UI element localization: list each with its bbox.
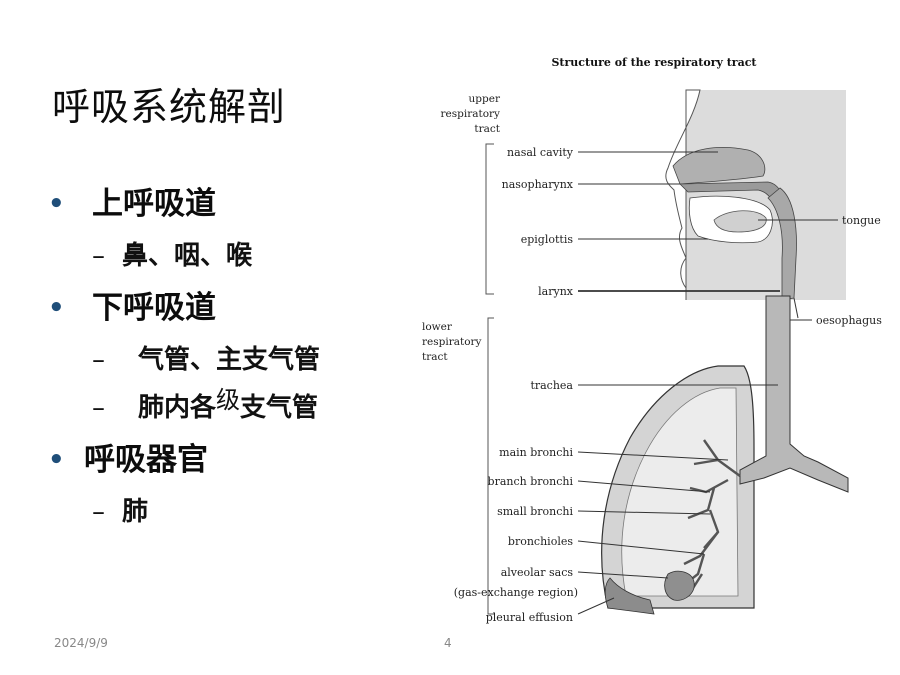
label-tongue: tongue <box>842 214 881 227</box>
bullet-upper-airway: • 上呼吸道 <box>48 176 428 232</box>
pleural-effusion-shape <box>604 577 655 615</box>
label-branch-bronchi: branch bronchi <box>488 475 574 488</box>
label-pleural-effusion: pleural effusion <box>486 611 573 624</box>
label-oesophagus: oesophagus <box>816 314 882 327</box>
bullet-dot: • <box>48 293 65 323</box>
label-nasal-cavity: nasal cavity <box>507 146 574 159</box>
sub-bullet-nose-pharynx-larynx: – 鼻、咽、喉 <box>48 232 428 280</box>
respiratory-tract-diagram: Structure of the respiratory tract upper… <box>422 56 882 624</box>
bullet-label: 下呼吸道 <box>92 290 216 326</box>
footer-date: 2024/9/9 <box>54 636 108 650</box>
upper-bracket <box>485 143 494 295</box>
lower-bracket <box>487 317 494 615</box>
group-lower-line-3: tract <box>422 351 448 363</box>
label-nasopharynx: nasopharynx <box>502 178 574 191</box>
bullet-list: • 上呼吸道 – 鼻、咽、喉 • 下呼吸道 – 气管、主支气管 – 肺内各级支气… <box>48 176 428 536</box>
bullet-label: 上呼吸道 <box>92 186 216 222</box>
sub-dash: – <box>92 241 105 271</box>
sub-bullet-trachea: – 气管、主支气管 <box>48 336 428 384</box>
bullet-dot: • <box>48 189 65 219</box>
sub-bullet-lung: – 肺 <box>48 488 428 536</box>
slide-title: 呼吸系统解剖 <box>52 85 287 129</box>
label-alveolar-sacs: alveolar sacs <box>501 566 574 579</box>
sub-dash: – <box>92 497 105 527</box>
label-bronchioles: bronchioles <box>508 535 573 548</box>
sub-bullet-bronchi: – 肺内各级支气管 <box>48 384 428 432</box>
alveolar-sac-shape <box>664 570 695 601</box>
label-small-bronchi: small bronchi <box>497 505 573 518</box>
label-epiglottis: epiglottis <box>521 233 574 246</box>
label-main-bronchi: main bronchi <box>499 446 573 459</box>
sub-bullet-label-b: 支气管 <box>240 393 319 423</box>
leader-lines <box>577 151 838 615</box>
sub-dash: – <box>92 393 105 423</box>
label-larynx: larynx <box>538 285 574 298</box>
tongue-shape <box>713 210 767 233</box>
sub-bullet-label: 肺 <box>122 497 149 527</box>
sub-bullet-label-raised: 级 <box>216 386 241 414</box>
sub-bullet-label: 鼻、咽、喉 <box>122 241 253 271</box>
trachea-shape <box>739 295 849 493</box>
group-upper-line-1: upper <box>469 93 501 105</box>
diagram-title: Structure of the respiratory tract <box>551 56 757 69</box>
group-upper-line-3: tract <box>474 123 500 135</box>
bullet-respiratory-organ: • 呼吸器官 <box>48 432 428 488</box>
sub-bullet-label: 气管、主支气管 <box>138 345 321 375</box>
group-lower-line-1: lower <box>422 321 453 333</box>
face-profile <box>665 89 701 300</box>
bullet-label: 呼吸器官 <box>84 442 208 478</box>
bullet-dot: • <box>48 445 65 475</box>
lung-inner <box>621 387 739 597</box>
sub-dash: – <box>92 345 105 375</box>
group-lower-line-2: respiratory <box>422 336 482 348</box>
oesophagus-mark <box>793 297 799 319</box>
sub-bullet-label-a: 肺内各 <box>138 393 217 423</box>
label-gas-exchange: (gas-exchange region) <box>454 586 578 599</box>
bullet-lower-airway: • 下呼吸道 <box>48 280 428 336</box>
footer-page-number: 4 <box>444 636 452 650</box>
label-trachea: trachea <box>530 379 573 392</box>
group-upper-line-2: respiratory <box>441 108 501 120</box>
head-shade-panel <box>686 90 846 300</box>
nasal-cavity-shape <box>672 147 766 185</box>
